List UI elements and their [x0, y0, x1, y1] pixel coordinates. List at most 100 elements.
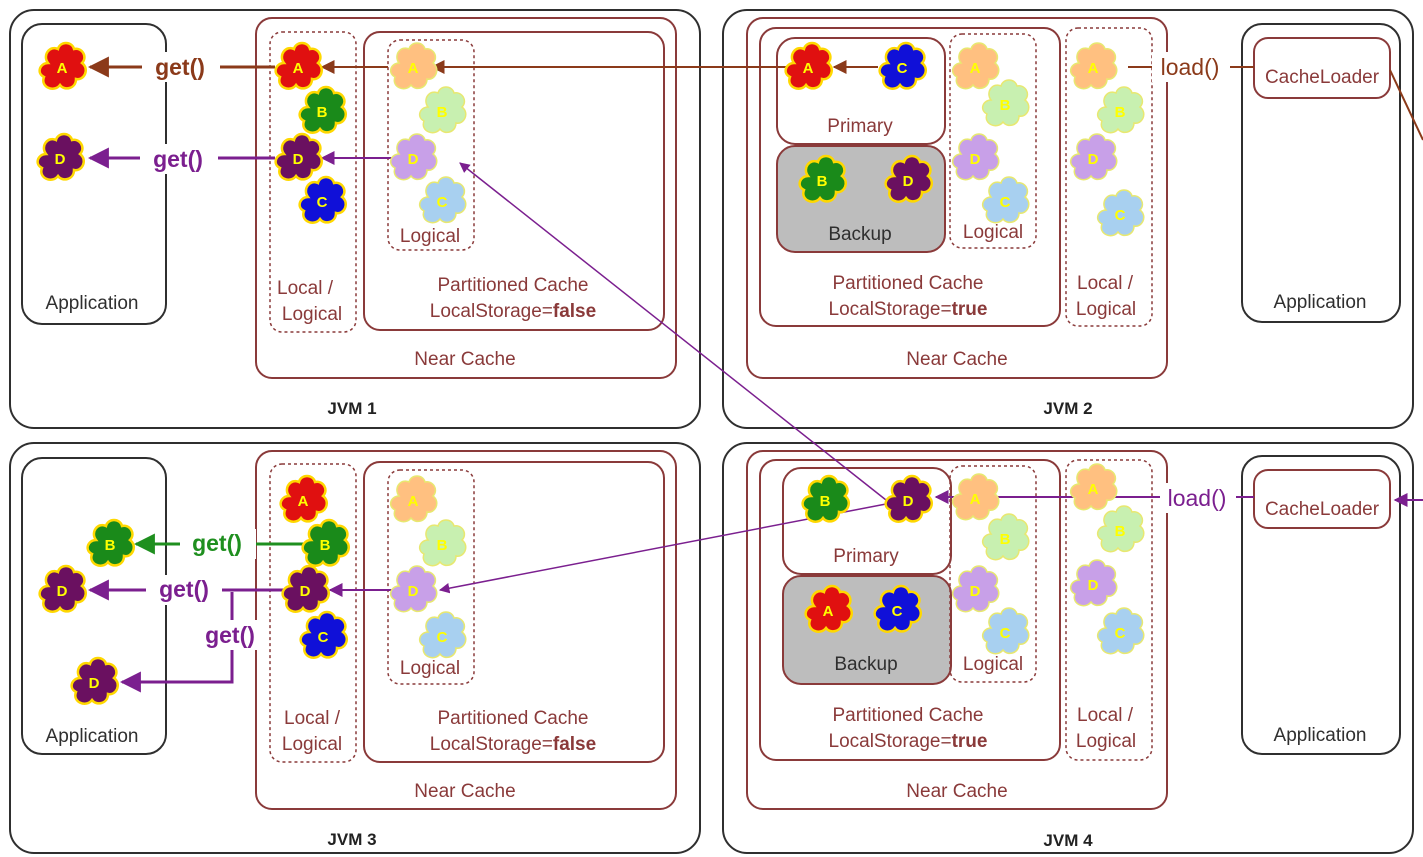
- cloud-icon: D: [1069, 559, 1118, 607]
- jvm-1-partition-label: Partitioned Cache: [437, 275, 588, 296]
- cloud-letter: A: [293, 60, 304, 77]
- jvm-4-primary-label: Primary: [833, 546, 899, 567]
- jvm-4-load-label: load(): [1168, 485, 1227, 511]
- jvm-1-box: [9, 9, 701, 429]
- cloud-letter: B: [317, 104, 328, 121]
- cloud-icon: B: [981, 79, 1030, 127]
- cloud-letter: B: [817, 173, 828, 190]
- jvm-2-backup-label: Backup: [828, 224, 891, 245]
- cloud-icon: D: [951, 565, 1000, 613]
- jvm-4-to-jvm-1-d-arrow: [459, 162, 887, 501]
- cloud-letter: D: [408, 151, 419, 168]
- jvm-1-label: JVM 1: [327, 399, 376, 418]
- cloud-icon: D: [884, 154, 933, 203]
- cloud-icon: A: [389, 475, 438, 523]
- jvm-4-cacheloader-box: [1253, 469, 1391, 529]
- jvm-2-near-cache-label: Near Cache: [906, 349, 1007, 370]
- cloud-letter: A: [823, 603, 834, 620]
- cloud-letter: D: [300, 583, 311, 600]
- call-labels: get() get() load() load() get() get() ge…: [140, 52, 1236, 650]
- jvm-1-get-a-label: get(): [155, 54, 205, 80]
- cloud-letter: D: [89, 675, 100, 692]
- cloud-letter: C: [437, 629, 448, 646]
- cloud-letter: B: [320, 537, 331, 554]
- cloud-icon: C: [299, 610, 348, 659]
- jvm-3-local-label-1: Local /: [284, 708, 341, 729]
- jvm-2-local-label-1: Local /: [1077, 273, 1134, 294]
- jvm-1: Application Near Cache Local / Logical L…: [9, 9, 701, 429]
- cloud-icon: B: [298, 85, 347, 134]
- jvm-4-partitioned-cache-box: [759, 459, 1061, 761]
- cloud-letter: C: [897, 60, 908, 77]
- jvm-2-cacheloader-label: CacheLoader: [1265, 67, 1380, 88]
- cloud-icon: D: [389, 133, 438, 181]
- cloud-letter: D: [970, 151, 981, 168]
- jvm-2-storage-label: LocalStorage=true: [829, 299, 988, 320]
- cloud-letter: B: [437, 537, 448, 554]
- jvm-4: Application CacheLoader Near Cache Prima…: [722, 442, 1414, 854]
- cloud-icon: B: [1096, 505, 1145, 553]
- jvm-4-backup-label: Backup: [834, 654, 897, 675]
- jvm-1-logical-label: Logical: [400, 226, 460, 247]
- cloud-icon: C: [873, 584, 922, 633]
- cloud-icon: A: [389, 42, 438, 90]
- cloud-icon: D: [70, 656, 119, 705]
- cloud-letter: C: [1115, 625, 1126, 642]
- cloud-icon: C: [878, 41, 927, 90]
- cloud-letter: A: [1088, 60, 1099, 77]
- cloud-letter: A: [298, 493, 309, 510]
- jvm-2-local-label-2: Logical: [1076, 299, 1136, 320]
- cloud-letter: B: [1000, 97, 1011, 114]
- cloud-icon: B: [798, 154, 847, 203]
- cloud-letter: A: [803, 60, 814, 77]
- cloud-letter: C: [318, 629, 329, 646]
- cloud-letter: A: [408, 60, 419, 77]
- jvm-2: Application CacheLoader Near Cache Prima…: [722, 9, 1414, 429]
- jvm-2-partitioned-cache-box: [759, 27, 1061, 327]
- cloud-icon: D: [274, 132, 323, 181]
- cloud-letter: D: [293, 151, 304, 168]
- jvm-2-partition-label: Partitioned Cache: [832, 273, 983, 294]
- cloud-icon: B: [981, 513, 1030, 561]
- cloud-icon: C: [1096, 189, 1145, 237]
- jvm-4-local-label-1: Local /: [1077, 705, 1134, 726]
- jvm-4-application-box: [1241, 455, 1401, 755]
- jvm-2-application-label: Application: [1274, 292, 1367, 313]
- jvm-4-local-label-2: Logical: [1076, 731, 1136, 752]
- cloud-letter: B: [1115, 523, 1126, 540]
- jvm-1-get-d-label: get(): [153, 146, 203, 172]
- cloud-letter: A: [970, 60, 981, 77]
- cloud-letter: C: [892, 603, 903, 620]
- cloud-letter: D: [903, 493, 914, 510]
- cloud-letter: D: [1088, 577, 1099, 594]
- jvm-1-storage-label: LocalStorage=false: [430, 301, 596, 322]
- jvm-3-get-d2-label: get(): [205, 622, 255, 648]
- cloud-letter: B: [1000, 531, 1011, 548]
- cloud-icon: C: [298, 175, 347, 224]
- cloud-icon: C: [418, 611, 467, 659]
- cloud-letter: C: [437, 194, 448, 211]
- cloud-letter: D: [57, 583, 68, 600]
- cloud-letter: C: [317, 194, 328, 211]
- cloud-letter: D: [408, 583, 419, 600]
- cloud-icon: C: [418, 176, 467, 224]
- jvm-3-logical-region: [387, 469, 475, 685]
- jvm-2-near-cache-box: [746, 17, 1168, 379]
- cloud-letter: B: [1115, 104, 1126, 121]
- call-bg-1: [142, 52, 220, 82]
- cloud-icon: A: [274, 41, 323, 90]
- jvm-2-primary-label: Primary: [827, 116, 893, 137]
- cloud-icon: C: [981, 176, 1030, 224]
- jvm-3-label: JVM 3: [327, 830, 376, 849]
- cloud-icon: B: [418, 86, 467, 134]
- call-bg-3: [1152, 52, 1230, 82]
- cloud-letter: D: [55, 151, 66, 168]
- jvm-3-logical-label: Logical: [400, 658, 460, 679]
- jvm-2-load-label: load(): [1161, 54, 1220, 80]
- jvm-1-local-label-2: Logical: [282, 304, 342, 325]
- call-bg-6: [146, 575, 222, 605]
- cloud-letter: A: [970, 491, 981, 508]
- jvm-1-application-label: Application: [46, 293, 139, 314]
- cloud-icon: B: [1096, 86, 1145, 134]
- jvm-3-local-region: [269, 463, 357, 763]
